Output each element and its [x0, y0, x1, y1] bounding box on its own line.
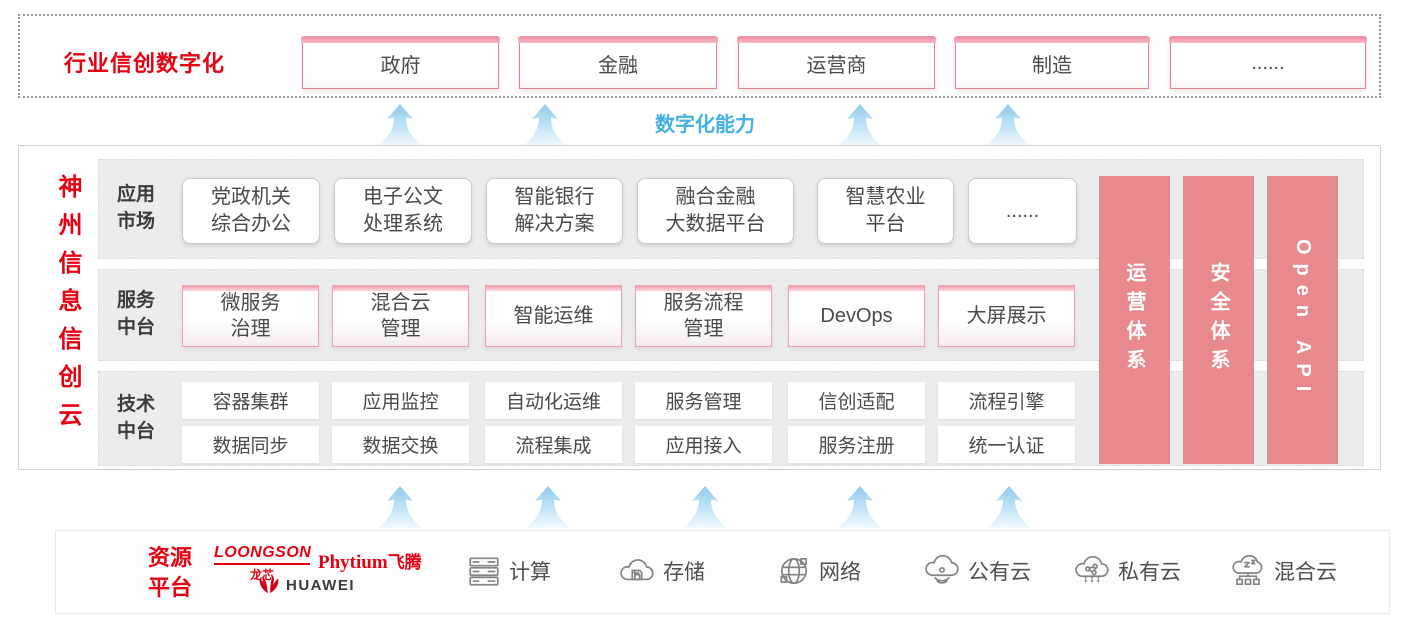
tech-box: 服务注册	[788, 426, 925, 463]
service-platform-label: 服务中台	[117, 290, 156, 338]
app-market-row: 应用市场 党政机关 综合办公 电子公文 处理系统 智能银行 解决方案 融合金融 …	[98, 159, 1364, 259]
huawei-logo: HUAWEI	[258, 575, 355, 595]
network-icon	[780, 557, 808, 585]
app-box: 融合金融 大数据平台	[637, 178, 794, 244]
phytium-wordmark: Phytium	[318, 552, 388, 573]
tech-box: 流程引擎	[938, 382, 1075, 419]
tech-platform-row: 技术中台 容器集群 应用监控 自动化运维 服务管理 信创适配 流程引擎 数据同步…	[98, 371, 1364, 466]
tech-box: 应用接入	[635, 426, 772, 463]
public-cloud-icon	[925, 554, 959, 584]
tech-box: 信创适配	[788, 382, 925, 419]
loongson-wordmark: LOONGSON	[214, 544, 311, 565]
private-cloud-icon	[1075, 555, 1109, 584]
security-system-bar: 安全体系	[1183, 176, 1254, 464]
industry-chip-label: 运营商	[806, 54, 867, 77]
industry-chip-more: ......	[1169, 36, 1367, 89]
up-arrow-icon	[838, 486, 882, 528]
platform-vertical-title: 神州信息信创云	[54, 174, 81, 440]
resource-item-hybrid-cloud: 混合云	[1229, 553, 1337, 589]
resource-item-private-cloud: 私有云	[1073, 553, 1181, 589]
up-arrow-icon	[378, 104, 422, 146]
tech-box: 服务管理	[635, 382, 772, 419]
service-box: 微服务 治理	[182, 285, 319, 347]
industry-chip-label: ......	[1251, 51, 1285, 74]
resource-item-compute: 计算	[466, 553, 551, 589]
app-box: 党政机关 综合办公	[182, 178, 320, 244]
loongson-logo: LOONGSON 龙芯	[214, 544, 311, 583]
service-box: DevOps	[788, 285, 925, 347]
hybrid-cloud-icon	[1232, 554, 1263, 586]
resource-item-label: 公有云	[968, 561, 1031, 584]
industry-chip-operator: 运营商	[737, 36, 936, 89]
app-box: 智能银行 解决方案	[486, 178, 623, 244]
operations-system-bar: 运营体系	[1099, 176, 1170, 464]
industry-chip-finance: 金融	[518, 36, 718, 89]
industry-chip-government: 政府	[301, 36, 500, 89]
up-arrow-icon	[683, 486, 727, 528]
app-market-label: 应用市场	[117, 184, 156, 232]
industry-chip-label: 制造	[1032, 54, 1072, 77]
resource-item-storage: 存储	[618, 553, 705, 589]
resource-item-label: 计算	[509, 561, 551, 584]
app-box-more: ......	[968, 178, 1077, 244]
up-arrow-icon	[523, 104, 567, 146]
tech-box: 统一认证	[938, 426, 1075, 463]
up-arrow-icon	[987, 486, 1031, 528]
phytium-logo: Phytium飞腾	[318, 548, 422, 574]
service-box: 混合云 管理	[332, 285, 469, 347]
resource-item-label: 混合云	[1274, 561, 1337, 584]
industry-chip-label: 政府	[380, 54, 421, 77]
app-box: 智慧农业 平台	[817, 178, 954, 244]
resource-item-public-cloud: 公有云	[923, 553, 1031, 589]
tech-box: 数据交换	[332, 426, 469, 463]
industry-panel-title: 行业信创数字化	[64, 51, 226, 76]
industry-chip-manufacturing: 制造	[954, 36, 1150, 89]
service-box: 大屏展示	[938, 285, 1075, 347]
resource-item-network: 网络	[776, 553, 861, 589]
service-box: 智能运维	[485, 285, 622, 347]
tech-box: 应用监控	[332, 382, 469, 419]
storage-icon	[620, 559, 654, 581]
industry-chip-label: 金融	[598, 54, 638, 77]
tech-box: 容器集群	[182, 382, 319, 419]
resource-item-label: 网络	[819, 561, 861, 584]
open-api-bar: Open API	[1267, 176, 1338, 464]
industry-digitalization-panel: 行业信创数字化 政府 金融 运营商 制造 ......	[18, 14, 1381, 98]
resource-platform-panel: 资源平台 LOONGSON 龙芯 Phytium飞腾 HUAWEI 计算	[55, 530, 1390, 614]
cloud-platform-panel: 神州信息信创云 应用市场 党政机关 综合办公 电子公文 处理系统 智能银行 解决…	[18, 145, 1381, 470]
tech-platform-label: 技术中台	[117, 393, 156, 442]
huawei-wordmark: HUAWEI	[286, 576, 355, 594]
resource-platform-title: 资源平台	[148, 545, 193, 600]
compute-icon	[469, 557, 499, 586]
resource-item-label: 私有云	[1118, 561, 1181, 584]
tech-box: 数据同步	[182, 426, 319, 463]
huawei-flower-icon	[259, 575, 279, 593]
app-box: 电子公文 处理系统	[334, 178, 472, 244]
digital-capability-label: 数字化能力	[655, 114, 755, 136]
tech-box: 自动化运维	[485, 382, 622, 419]
phytium-cn-label: 飞腾	[387, 553, 422, 572]
up-arrow-icon	[986, 104, 1030, 146]
up-arrow-icon	[378, 486, 422, 528]
service-box: 服务流程 管理	[635, 285, 772, 347]
resource-item-label: 存储	[663, 561, 705, 584]
service-platform-row: 服务中台 微服务 治理 混合云 管理 智能运维 服务流程 管理 DevOps 大…	[98, 269, 1364, 361]
up-arrow-icon	[838, 104, 882, 146]
loongson-cn-label: 龙芯	[249, 568, 274, 582]
up-arrow-icon	[526, 486, 570, 528]
tech-box: 流程集成	[485, 426, 622, 463]
